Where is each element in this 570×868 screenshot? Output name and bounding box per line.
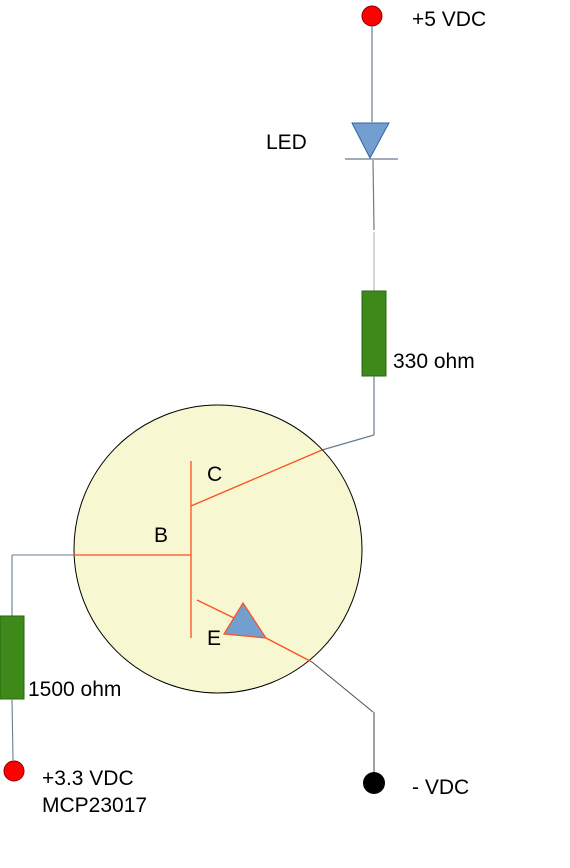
collector-resistor xyxy=(361,290,387,377)
emitter-arrow xyxy=(222,601,268,639)
base-label: B xyxy=(154,524,168,547)
led xyxy=(345,122,398,160)
emitter-lead-outer xyxy=(265,637,313,663)
vcc-terminal xyxy=(361,5,383,27)
led-triangle xyxy=(351,122,390,160)
collector-label: C xyxy=(207,463,222,486)
base-resistor xyxy=(0,615,25,700)
wire-collector-junction xyxy=(321,434,375,451)
vcc-label: +5 VDC xyxy=(412,8,486,31)
transistor-body xyxy=(73,404,363,694)
input-terminal xyxy=(3,760,25,782)
ground-terminal xyxy=(363,772,385,794)
collector-resistor-label: 330 ohm xyxy=(393,350,475,373)
collector-lead xyxy=(190,449,323,507)
emitter-label: E xyxy=(207,627,221,650)
wire-resistor-to-input xyxy=(11,698,14,761)
wire-emitter-to-ground xyxy=(311,661,374,713)
led-label: LED xyxy=(266,131,307,154)
input-voltage-label: +3.3 VDC xyxy=(42,767,134,790)
wire-led-to-resistor xyxy=(372,159,375,231)
emitter-lead-inner xyxy=(196,599,237,620)
ground-label: - VDC xyxy=(412,776,469,799)
input-chip-label: MCP23017 xyxy=(42,794,147,817)
base-resistor-label: 1500 ohm xyxy=(28,678,121,701)
